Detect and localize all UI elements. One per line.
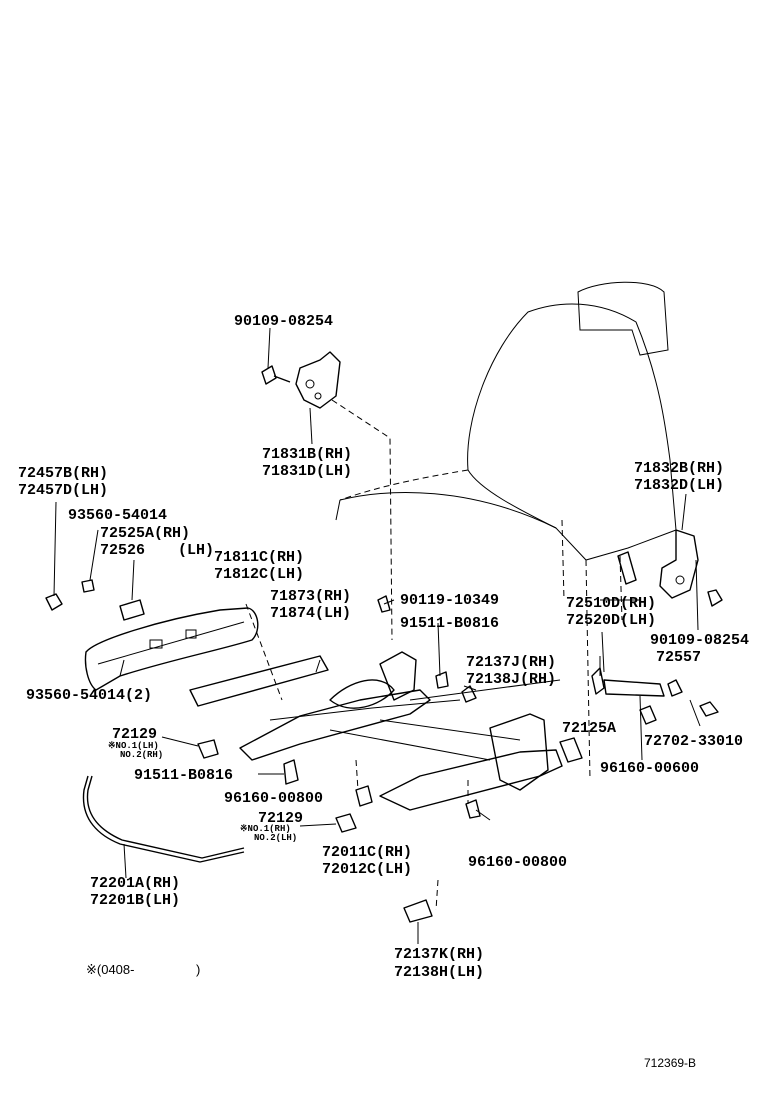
label-date-close: ) [196, 962, 200, 977]
bracket-right [659, 493, 723, 631]
labels: 90109-08254 71831B(RH) 71831D(LH) 71832B… [18, 313, 749, 1070]
label-screw-a: 93560-54014 [68, 507, 167, 524]
label-spring2-rh: 72137K(RH) [394, 946, 484, 963]
label-adjuster: 72125A [562, 720, 616, 737]
label-spring-rh: 72137J(RH) [466, 654, 556, 671]
label-date-note: ※(0408- [86, 962, 134, 977]
label-knob-rh: 72525A(RH) [100, 525, 190, 542]
label-spring2-lh: 72138H(LH) [394, 964, 484, 981]
label-recliner-lh: 72520D(LH) [566, 612, 656, 629]
label-clip-a-note-2: NO.2(RH) [120, 750, 163, 760]
top-bolt [261, 327, 291, 385]
label-nut-c: 96160-00800 [468, 854, 567, 871]
label-pin: 72702-33010 [644, 733, 743, 750]
label-rail-rh: 72011C(RH) [322, 844, 412, 861]
label-inner-shield-lh: 71874(LH) [270, 605, 351, 622]
recliner-mechanism [561, 519, 640, 781]
label-bolt-mid: 90119-10349 [400, 592, 499, 609]
label-rod-lh: 72201B(LH) [90, 892, 180, 909]
label-bolt-b: 91511-B0816 [400, 615, 499, 632]
label-screw-b: 93560-54014(2) [26, 687, 152, 704]
label-seat-back-lh: 71832D(LH) [634, 477, 724, 494]
seat-frame [189, 595, 719, 811]
label-lever: 72557 [656, 649, 701, 666]
label-cover-lh: 72457D(LH) [18, 482, 108, 499]
rod [82, 775, 245, 879]
label-shield-lh: 71812C(LH) [214, 566, 304, 583]
lower-hardware [197, 739, 481, 944]
label-inner-shield-rh: 71873(RH) [270, 588, 351, 605]
label-knob-lh: 72526 [100, 542, 145, 559]
label-clip-a-note-1: ※NO.1(LH) [108, 741, 159, 751]
label-clip-b-note-1: ※NO.1(RH) [240, 824, 291, 834]
label-clip-b-note-2: NO.2(LH) [254, 833, 297, 843]
label-bracket-rh: 71831B(RH) [262, 446, 352, 463]
label-bolt-c: 91511-B0816 [134, 767, 233, 784]
label-rail-lh: 72012C(LH) [322, 861, 412, 878]
label-shield-rh: 71811C(RH) [214, 549, 304, 566]
label-bolt-right: 90109-08254 [650, 632, 749, 649]
bracket-upper [295, 351, 393, 641]
label-recliner-rh: 72510D(RH) [566, 595, 656, 612]
label-nut-a: 96160-00600 [600, 760, 699, 777]
label-spring-lh: 72138J(RH) [466, 671, 556, 688]
side-cover [45, 501, 259, 691]
label-knob-lh-suffix: (LH) [178, 542, 214, 559]
leader-lines [161, 599, 643, 821]
label-bolt-top: 90109-08254 [234, 313, 333, 330]
label-clip-b: 72129 [258, 810, 303, 827]
label-nut-b: 96160-00800 [224, 790, 323, 807]
label-diagram-code: 712369-B [644, 1056, 696, 1070]
label-seat-back-rh: 71832B(RH) [634, 460, 724, 477]
label-rod-rh: 72201A(RH) [90, 875, 180, 892]
label-bracket-lh: 71831D(LH) [262, 463, 352, 480]
seat-back [335, 281, 677, 561]
label-cover-rh: 72457B(RH) [18, 465, 108, 482]
label-clip-a: 72129 [112, 726, 157, 743]
